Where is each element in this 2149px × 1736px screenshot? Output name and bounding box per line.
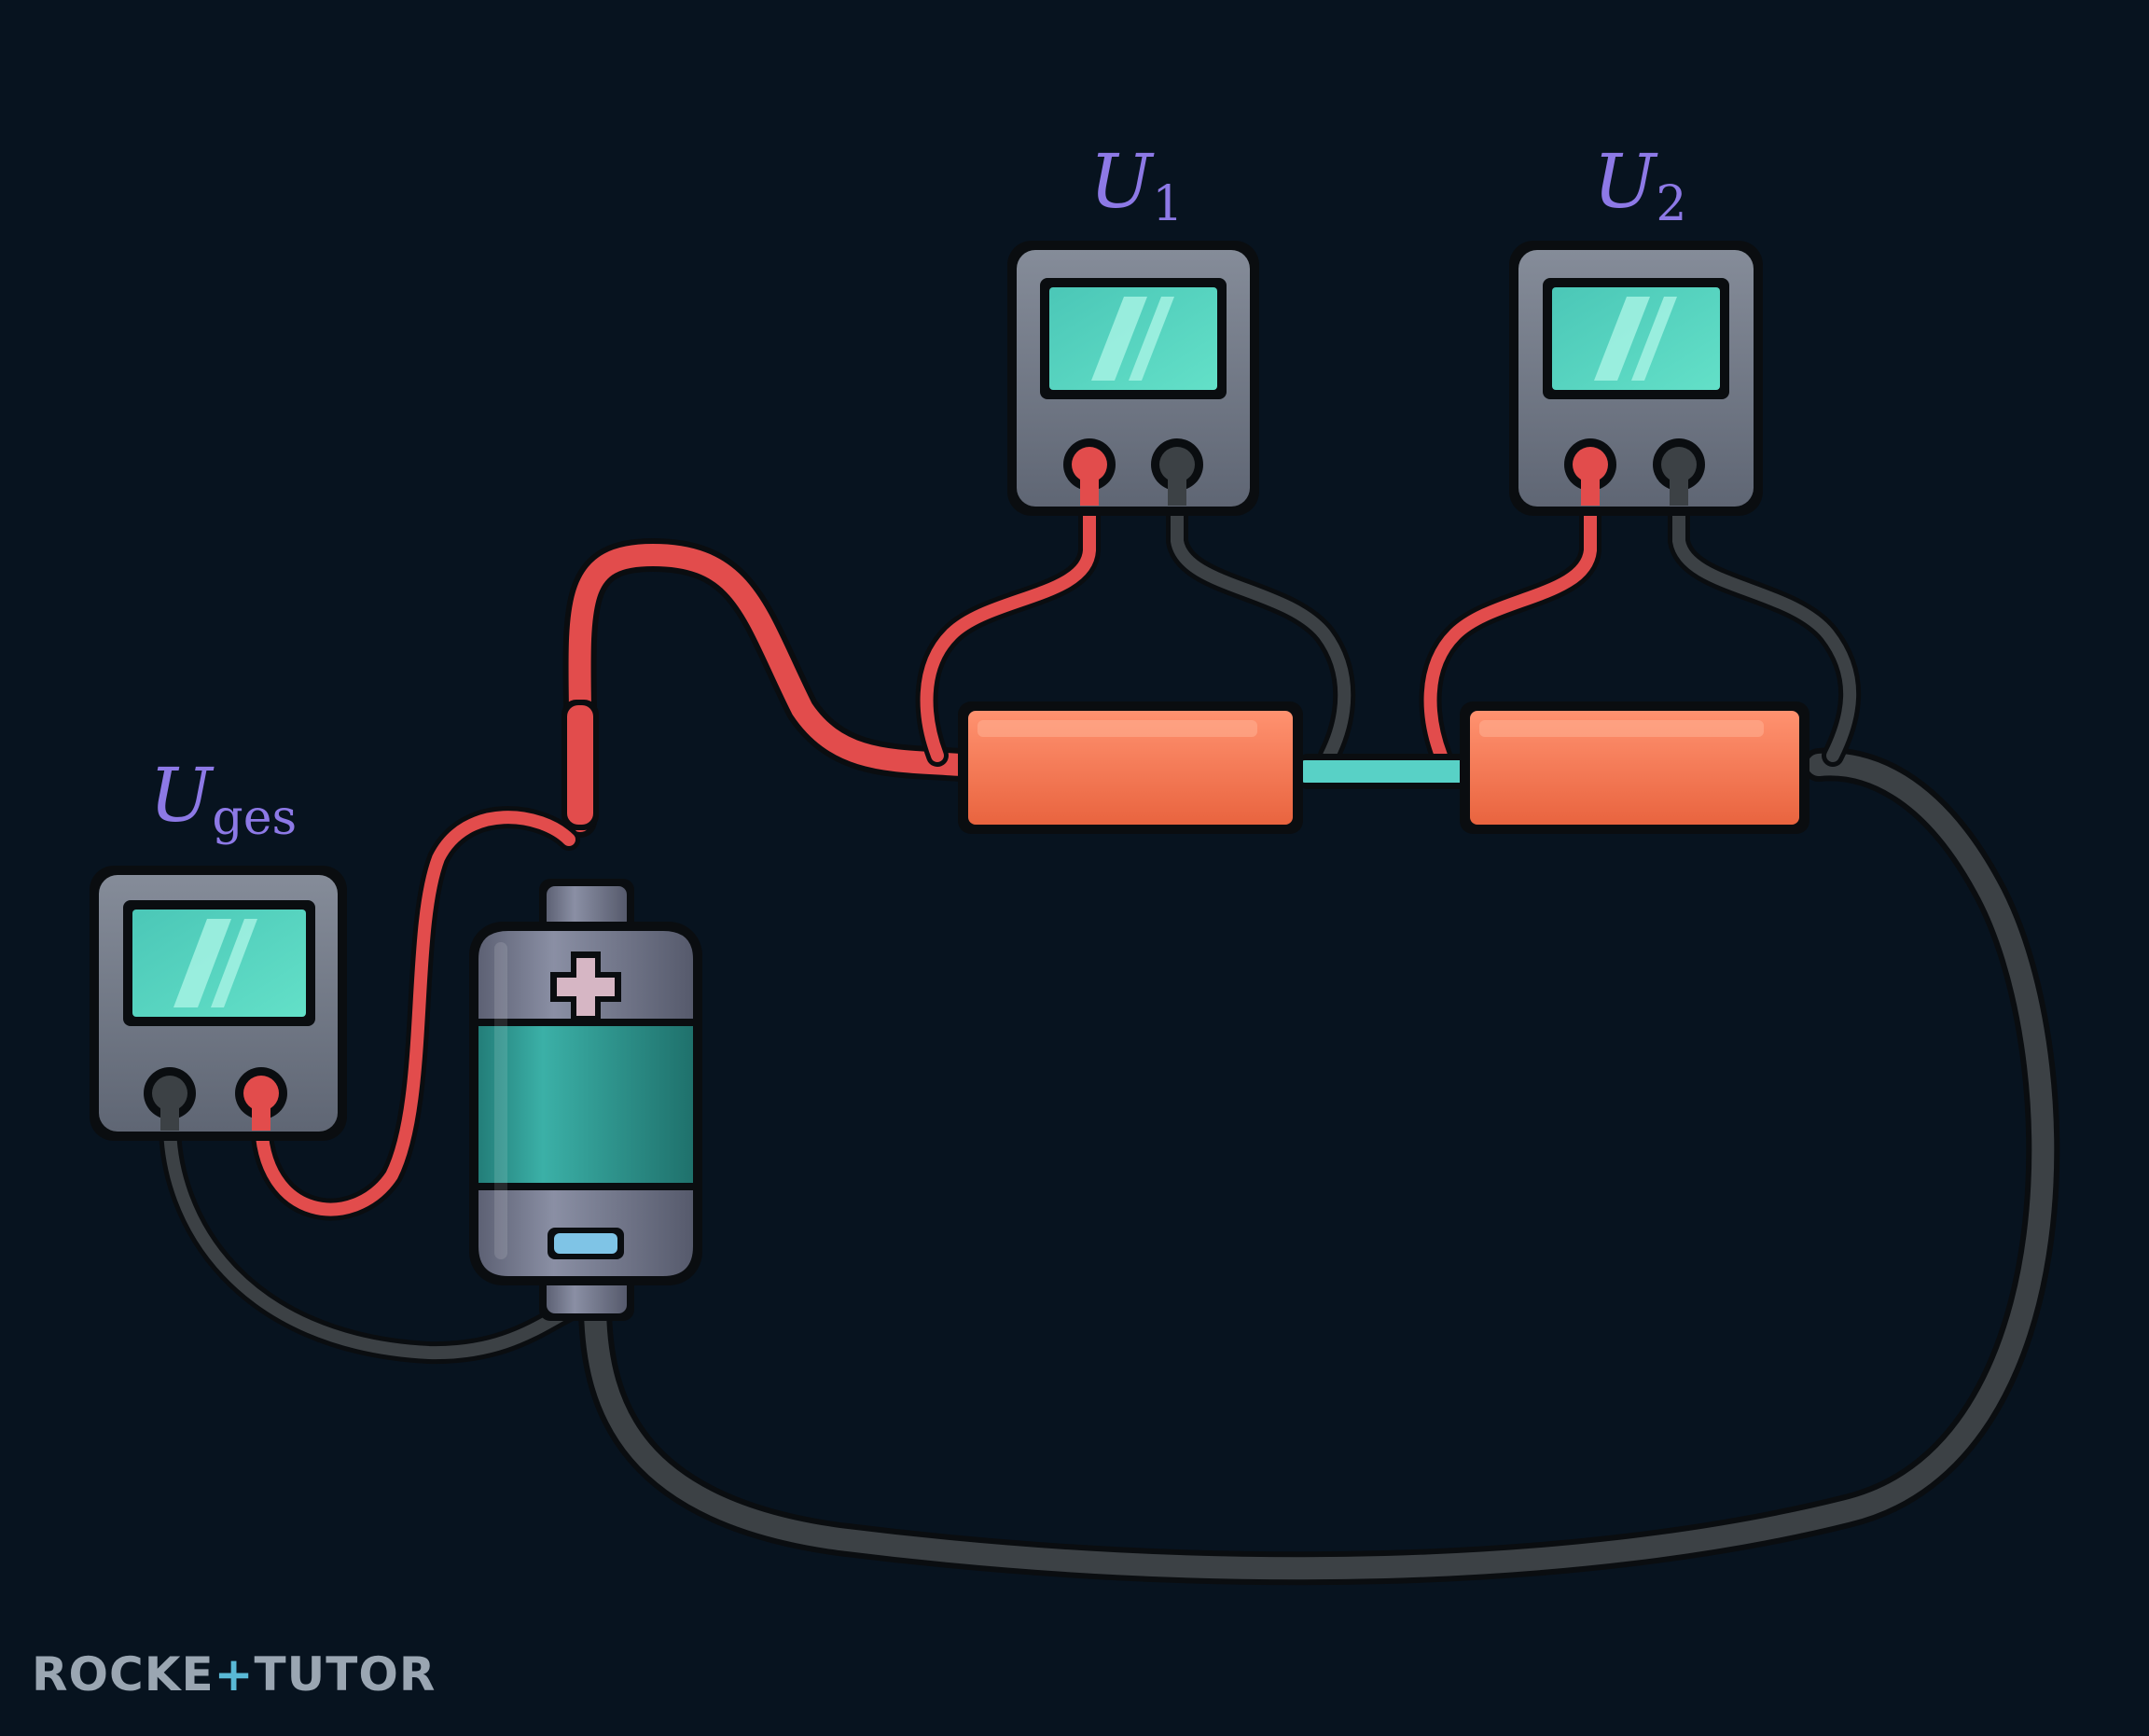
voltmeter-u1 xyxy=(1007,241,1259,516)
battery-plus-icon xyxy=(550,951,621,1022)
brand-plus: + xyxy=(214,1647,255,1701)
brand-part2: TUTO xyxy=(254,1647,399,1701)
voltmeter-u2 xyxy=(1509,241,1763,516)
resistor-link-wire xyxy=(1301,754,1469,789)
label-u1-subscript: 1 xyxy=(1152,176,1183,232)
voltmeter-uges xyxy=(90,866,347,1141)
label-uges: Uges xyxy=(149,752,297,846)
wire-main-return xyxy=(578,747,2060,1586)
label-uges-subscript: ges xyxy=(212,790,297,846)
wire-u1-black xyxy=(1166,493,1356,767)
label-u2: U2 xyxy=(1593,138,1687,232)
wire-u1-red xyxy=(915,493,1101,767)
wire-uges-red xyxy=(250,806,580,1221)
label-u2-symbol: U xyxy=(1593,138,1658,225)
battery-positive-sleeve xyxy=(562,700,599,830)
resistor-1 xyxy=(958,701,1303,834)
wire-u2-red xyxy=(1419,493,1601,767)
wire-u2-black xyxy=(1668,493,1862,767)
brand-part1: ROCKE xyxy=(32,1647,215,1701)
label-uges-symbol: U xyxy=(149,752,215,839)
resistor-2 xyxy=(1460,701,1809,834)
label-u1-symbol: U xyxy=(1089,138,1155,225)
brand-tail: R xyxy=(398,1647,437,1701)
wire-uges-black xyxy=(158,1108,580,1365)
battery-minus-icon xyxy=(548,1228,624,1259)
wire-main-positive xyxy=(562,537,977,838)
label-u1: U1 xyxy=(1089,138,1184,232)
label-u2-subscript: 2 xyxy=(1656,176,1686,232)
brand-logo: ROCKE+TUTOR xyxy=(32,1651,436,1698)
